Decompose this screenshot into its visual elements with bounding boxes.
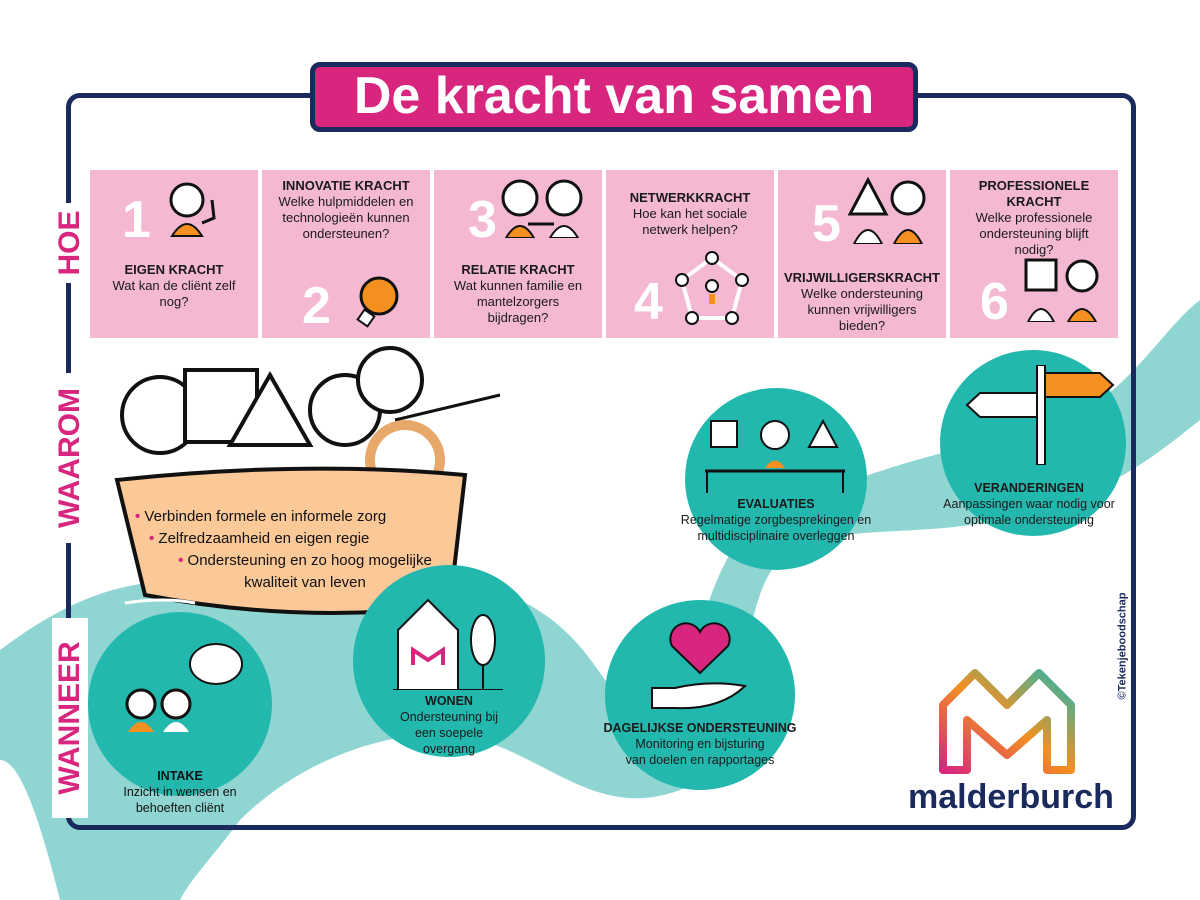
step-heading: INTAKE: [157, 769, 203, 783]
piece-number: 6: [980, 273, 1009, 331]
piece-heading: PROFESSIONELE KRACHT: [978, 178, 1090, 209]
piece-number: 2: [302, 277, 331, 335]
piece-number: 3: [468, 191, 497, 249]
illustrator-credit: ©Tekenjeboodschap: [1116, 588, 1129, 704]
piece-text: Welke ondersteuning kunnen vrijwilligers…: [801, 286, 923, 333]
piece-number: 1: [122, 191, 151, 249]
brand-name: malderburch: [908, 778, 1114, 816]
step-veranderingen: VERANDERINGEN Aanpassingen waar nodig voo…: [940, 350, 1126, 536]
piece-text: Welke professionele ondersteuning blijft…: [975, 210, 1093, 257]
piece-number: 5: [812, 195, 841, 253]
piece-heading: EIGEN KRACHT: [124, 262, 224, 277]
piece-number: 4: [634, 273, 663, 331]
step-heading: VERANDERINGEN: [974, 481, 1084, 495]
step-heading: EVALUATIES: [737, 497, 815, 511]
lightbulb-icon: [356, 276, 399, 328]
signpost-icon: [965, 365, 1115, 465]
strong-person-icon: [169, 182, 216, 237]
step-heading: DAGELIJKSE ONDERSTEUNING: [603, 721, 797, 735]
step-text: Regelmatige zorgbesprekingen en multidis…: [680, 513, 872, 543]
step-dagelijkse-ondersteuning: DAGELIJKSE ONDERSTEUNING Monitoring en bi…: [603, 600, 797, 790]
piece-text: Welke hulpmiddelen en technologieën kunn…: [278, 194, 414, 241]
intake-people-icon: [125, 643, 243, 732]
piece-heading: NETWERKKRACHT: [629, 190, 751, 205]
step-wonen: WONEN Ondersteuning bij een soepele overg…: [353, 565, 545, 757]
network-icon: [675, 251, 749, 325]
step-heading: WONEN: [425, 694, 473, 708]
piece-text: Wat kan de cliënt zelf nog?: [112, 278, 236, 309]
label-waarom: WAAROM: [52, 373, 88, 543]
triangle-and-person-icon: [848, 176, 926, 244]
boat-bullet: Zelfredzaamheid en eigen regie: [135, 528, 445, 550]
step-evaluaties: EVALUATIES Regelmatige zorgbesprekingen e…: [681, 388, 871, 570]
piece-text: Wat kunnen familie en mantelzorgers bijd…: [453, 278, 583, 325]
square-and-person-icon: [1024, 258, 1099, 322]
boat-bullet: Ondersteuning en zo hoog mogelijke kwali…: [135, 550, 445, 594]
page-title: De kracht van samen: [310, 62, 918, 132]
meeting-table-icon: [705, 418, 845, 493]
heart-in-hand-icon: [651, 622, 748, 710]
piece-text: Hoe kan het sociale netwerk helpen?: [632, 206, 748, 237]
piece-heading: INNOVATIE KRACHT: [282, 178, 410, 193]
two-people-icon: [501, 179, 583, 238]
label-wanneer: WANNEER: [52, 618, 88, 818]
piece-heading: VRIJWILLIGERSKRACHT: [784, 270, 940, 285]
step-text: Aanpassingen waar nodig voor optimale on…: [943, 497, 1115, 527]
boat-bullets: Verbinden formele en informele zorg Zelf…: [135, 506, 445, 594]
step-text: Ondersteuning bij een soepele overgang: [400, 710, 498, 756]
step-text: Inzicht in wensen en behoeften cliënt: [123, 785, 237, 815]
step-text: Monitoring en bijsturing van doelen en r…: [625, 737, 775, 767]
label-hoe: HOE: [52, 203, 88, 283]
step-intake: INTAKE Inzicht in wensen en behoeften cli…: [88, 612, 272, 815]
boat-bullet: Verbinden formele en informele zorg: [135, 506, 445, 528]
house-and-tree-icon: [393, 598, 503, 690]
piece-heading: RELATIE KRACHT: [461, 262, 575, 277]
malderburch-logo-icon: [939, 669, 1075, 774]
